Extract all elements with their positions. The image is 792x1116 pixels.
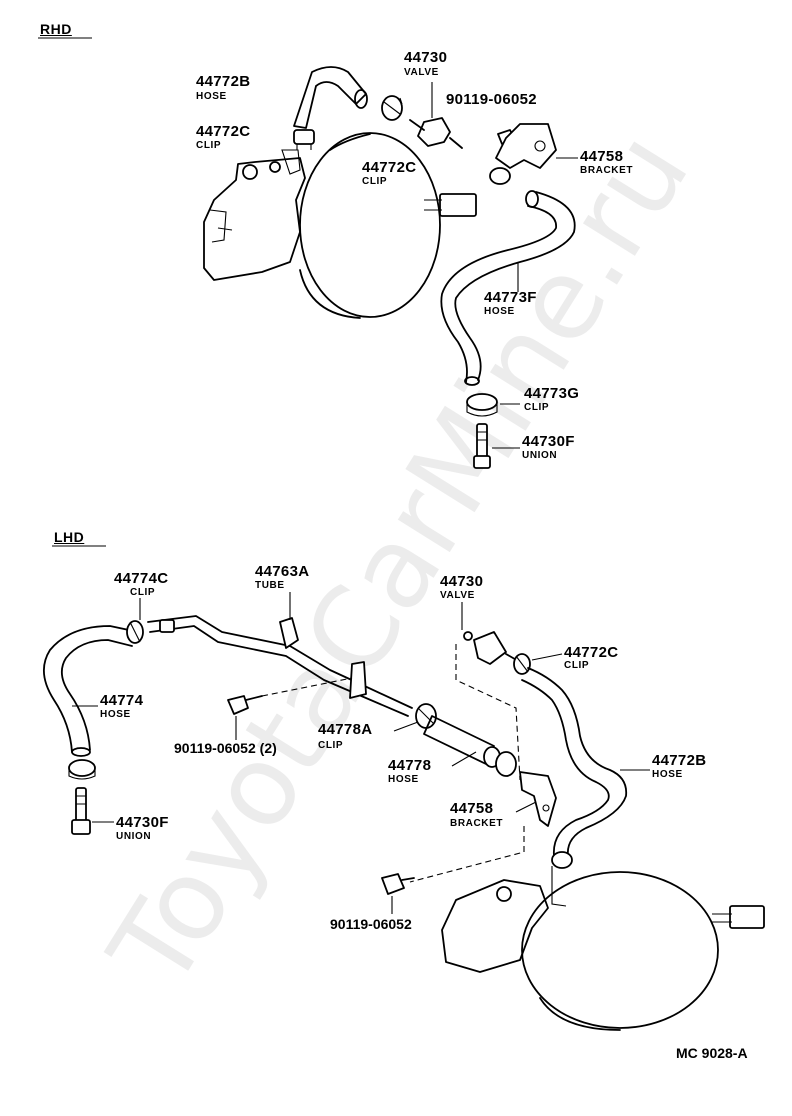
part-desc: HOSE — [100, 709, 131, 720]
lhd-bracket-44758-icon — [519, 771, 557, 827]
lhd-hose-44772b-icon — [521, 667, 628, 857]
dashed-bolt-line-2 — [409, 826, 525, 883]
part-number-text: 90119-06052 — [174, 740, 256, 756]
part-number: 44772C — [362, 159, 417, 176]
lhd-clip-44772c-icon — [513, 653, 531, 675]
rhd-clip-44772c-left-icon — [293, 129, 315, 150]
part-number: 44772B — [196, 73, 251, 90]
part-number: 44772C — [196, 123, 251, 140]
lhd-union-44730f-icon — [71, 787, 91, 835]
rhd-clip-44773g-icon — [466, 393, 498, 417]
part-desc: HOSE — [196, 91, 227, 102]
part-desc: VALVE — [404, 67, 439, 78]
dashed-bolt-line-1 — [261, 677, 353, 697]
lhd-tube-44763a-icon — [147, 615, 413, 717]
part-number: 44778 — [388, 757, 432, 774]
part-desc: TUBE — [255, 580, 285, 591]
leader-hose-44778 — [451, 751, 477, 767]
part-desc: CLIP — [196, 140, 222, 151]
rhd-brake-booster-icon — [203, 132, 477, 319]
part-number: 44730 — [404, 49, 448, 66]
part-number: 44758 — [580, 148, 624, 165]
rhd-hose-44773f-icon — [440, 190, 576, 386]
part-desc: CLIP — [362, 176, 388, 187]
part-desc: CLIP — [524, 402, 550, 413]
part-desc: HOSE — [388, 774, 419, 785]
part-number: 44730F — [522, 433, 575, 450]
rhd-hose-44772b-icon — [293, 66, 368, 129]
leader-clip-44778a — [393, 721, 419, 732]
rhd-booster-port-icon — [281, 149, 301, 175]
part-number: 44772C — [564, 644, 619, 661]
part-number: 44772B — [652, 752, 707, 769]
leader-bracket-lhd — [515, 801, 537, 813]
lhd-hose-44774-icon — [43, 625, 139, 757]
part-number: 44774 — [100, 692, 144, 709]
part-desc: UNION — [116, 831, 152, 842]
lhd-bolt-90119-icon — [381, 873, 415, 895]
part-number: 44730F — [116, 814, 169, 831]
lhd-valve-44730-icon — [463, 631, 521, 665]
part-desc: CLIP — [318, 740, 344, 751]
part-number: 44763A — [255, 563, 310, 580]
part-desc: BRACKET — [450, 818, 504, 829]
leader-clip-44772c-lhd — [531, 653, 563, 661]
rhd-bracket-44758-icon — [489, 123, 557, 185]
part-desc: CLIP — [564, 660, 590, 671]
rhd-clip-44772c-right-icon — [381, 95, 403, 121]
part-desc: UNION — [522, 450, 558, 461]
lhd-clip-44774c-icon — [126, 620, 144, 644]
part-desc: HOSE — [484, 306, 515, 317]
lhd-bolt-90119-2-icon — [227, 695, 263, 715]
lhd-brake-booster-icon — [441, 851, 765, 1031]
part-number: 44758 — [450, 800, 494, 817]
section-label-lhd: LHD — [54, 529, 85, 545]
part-qty: (2) — [259, 740, 277, 756]
part-number: 90119-06052 — [330, 916, 412, 932]
section-label-rhd: RHD — [40, 21, 72, 37]
part-number: 90119-06052 — [446, 91, 537, 108]
part-number: 44773F — [484, 289, 537, 306]
part-number: 44730 — [440, 573, 484, 590]
part-number: 44778A — [318, 721, 373, 738]
part-desc: VALVE — [440, 590, 475, 601]
part-desc: HOSE — [652, 769, 683, 780]
part-number: 44773G — [524, 385, 580, 402]
rhd-valve-44730-icon — [409, 117, 463, 149]
part-number: 44774C — [114, 570, 169, 587]
lhd-hose-44778-icon — [423, 715, 517, 777]
part-desc: CLIP — [130, 587, 156, 598]
part-desc: BRACKET — [580, 165, 634, 176]
part-number: 90119-06052 (2) — [174, 741, 277, 755]
drawing-code: MC 9028-A — [676, 1045, 748, 1061]
lhd-clip-44774c-lower-icon — [68, 759, 96, 780]
rhd-union-44730f-icon — [473, 423, 491, 469]
